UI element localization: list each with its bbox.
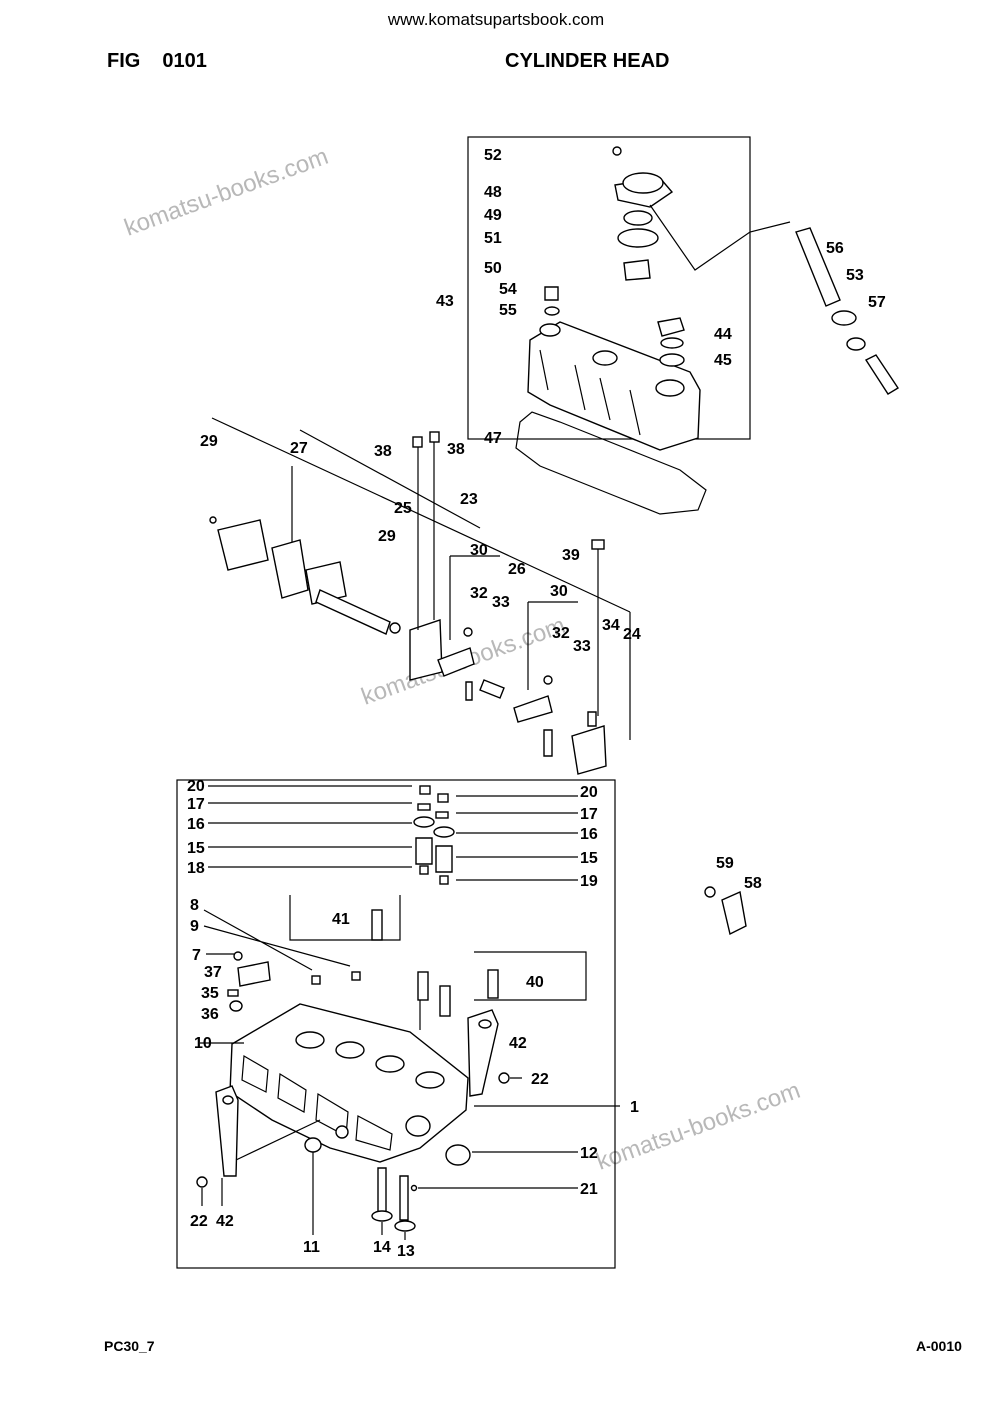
fig-label: FIG	[107, 50, 141, 72]
callout-54: 54	[499, 281, 517, 298]
callout-45: 45	[714, 352, 732, 369]
callout-20-right: 20	[580, 784, 598, 801]
callout-10: 10	[194, 1035, 212, 1052]
callout-32-upper: 32	[470, 585, 488, 602]
callout-8: 8	[190, 897, 199, 914]
callout-41: 41	[332, 911, 350, 928]
callout-39: 39	[562, 547, 580, 564]
callout-9: 9	[190, 918, 199, 935]
callout-52: 52	[484, 147, 502, 164]
callout-59: 59	[716, 855, 734, 872]
rocker-cover-group	[467, 136, 899, 515]
callout-44: 44	[714, 326, 732, 343]
watermark-1: komatsu-books.com	[121, 143, 332, 242]
callout-40: 40	[526, 974, 544, 991]
callout-48: 48	[484, 184, 502, 201]
callout-16-left: 16	[187, 816, 205, 833]
callout-38-left: 38	[374, 443, 392, 460]
callout-25: 25	[394, 500, 412, 517]
footer-model: PC30_7	[104, 1338, 155, 1354]
callout-22-left: 22	[190, 1213, 208, 1230]
callout-20-left: 20	[187, 778, 205, 795]
callout-17-right: 17	[580, 806, 598, 823]
callout-labels: 52 48 49 51 50 54 55 43 44 45 47 56 53 5…	[187, 147, 886, 1260]
callout-36: 36	[201, 1006, 219, 1023]
callout-33-lower: 33	[573, 638, 591, 655]
callout-11: 11	[303, 1239, 320, 1256]
callout-37: 37	[204, 964, 222, 981]
callout-16-right: 16	[580, 826, 598, 843]
callout-49: 49	[484, 207, 502, 224]
callout-33-upper: 33	[492, 594, 510, 611]
callout-27: 27	[290, 440, 308, 457]
callout-51: 51	[484, 230, 502, 247]
callout-34: 34	[602, 617, 620, 634]
callout-38-right: 38	[447, 441, 465, 458]
callout-26: 26	[508, 561, 526, 578]
callout-29-mid: 29	[378, 528, 396, 545]
callout-42-left: 42	[216, 1213, 234, 1230]
callout-13: 13	[397, 1243, 415, 1260]
page-title: CYLINDER HEAD	[505, 50, 670, 72]
callout-32-lower: 32	[552, 625, 570, 642]
callout-15-left: 15	[187, 840, 205, 857]
callout-23: 23	[460, 491, 478, 508]
callout-58: 58	[744, 875, 762, 892]
callout-17-left: 17	[187, 796, 205, 813]
callout-12: 12	[580, 1145, 598, 1162]
callout-55: 55	[499, 302, 517, 319]
callout-42-right: 42	[509, 1035, 527, 1052]
callout-14: 14	[373, 1239, 391, 1256]
cylinder-head-group	[176, 779, 747, 1269]
callout-7: 7	[192, 947, 201, 964]
footer-page-number: A-0010	[916, 1338, 962, 1354]
callout-56: 56	[826, 240, 844, 257]
callout-29-left: 29	[200, 433, 218, 450]
callout-47: 47	[484, 430, 502, 447]
callout-24: 24	[623, 626, 641, 643]
callout-57: 57	[868, 294, 886, 311]
callout-30-lower: 30	[550, 583, 568, 600]
callout-43: 43	[436, 293, 454, 310]
callout-19: 19	[580, 873, 598, 890]
callout-30-upper: 30	[470, 542, 488, 559]
callout-50: 50	[484, 260, 502, 277]
callout-21: 21	[580, 1181, 598, 1198]
callout-53: 53	[846, 267, 864, 284]
figure-id: FIG 0101	[107, 50, 229, 73]
watermark-3: komatsu-books.com	[593, 1077, 804, 1176]
rocker-arm-group	[209, 417, 631, 775]
callout-35: 35	[201, 985, 219, 1002]
fig-number: 0101	[162, 50, 207, 72]
source-url: www.komatsupartsbook.com	[387, 10, 605, 29]
callout-22-right: 22	[531, 1071, 549, 1088]
callout-15-right: 15	[580, 850, 598, 867]
callout-1: 1	[630, 1099, 639, 1116]
callout-18: 18	[187, 860, 205, 877]
